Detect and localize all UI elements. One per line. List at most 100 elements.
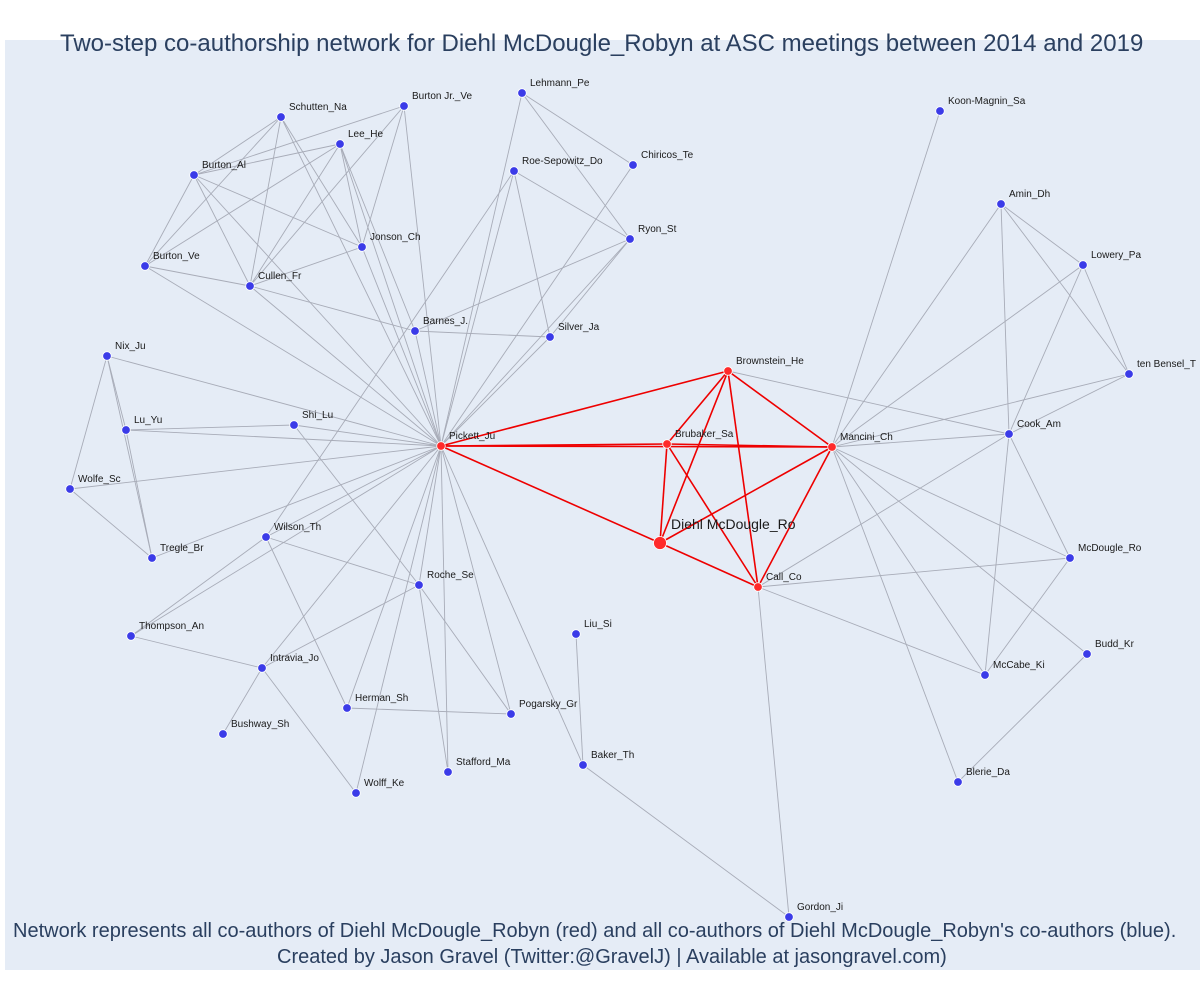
node-label-roche-se: Roche_Se: [427, 570, 474, 581]
edge-burton-jr-ve-jonson-ch: [361, 105, 405, 248]
node-burton-al[interactable]: [189, 170, 199, 180]
edge-jonson-ch-pickett-ju: [361, 246, 442, 447]
node-barnes-j[interactable]: [410, 326, 420, 336]
node-call-co[interactable]: [753, 582, 763, 592]
node-wilson-th[interactable]: [261, 532, 271, 542]
node-roe-sepowitz-do[interactable]: [509, 166, 519, 176]
edge-barnes-j-silver-ja: [414, 330, 551, 338]
node-label-silver-ja: Silver_Ja: [558, 322, 600, 333]
node-label-ryon-st: Ryon_St: [638, 224, 677, 235]
node-label-lee-he: Lee_He: [348, 129, 383, 140]
red-edges: [440, 370, 833, 588]
node-tregle-br[interactable]: [147, 553, 157, 563]
edge-lee-he-pickett-ju: [339, 143, 442, 447]
node-label-mccabe-ki: McCabe_Ki: [993, 660, 1045, 671]
node-label-cullen-fr: Cullen_Fr: [258, 271, 302, 282]
edge-budd-kr-blerie-da: [957, 653, 1088, 783]
node-lu-yu[interactable]: [121, 425, 131, 435]
edge-roche-se-pickett-ju: [418, 445, 442, 586]
edge-wolff-ke-pickett-ju: [355, 445, 442, 794]
edge-lee-he-burton-ve: [144, 143, 341, 267]
node-koon-magnin-sa[interactable]: [935, 106, 945, 116]
node-lee-he[interactable]: [335, 139, 345, 149]
edge-roe-sepowitz-do-wilson-th: [265, 170, 515, 538]
node-label-wolfe-sc: Wolfe_Sc: [78, 474, 121, 485]
edge-mancini-ch-call-co: [757, 446, 833, 588]
node-stafford-ma[interactable]: [443, 767, 453, 777]
edge-brownstein-he-call-co: [727, 370, 759, 588]
node-wolfe-sc[interactable]: [65, 484, 75, 494]
edge-lu-yu-tregle-br: [125, 429, 153, 559]
edge-barnes-j-pickett-ju: [414, 330, 442, 447]
node-mcdougle-ro[interactable]: [1065, 553, 1075, 563]
node-pogarsky-gr[interactable]: [506, 709, 516, 719]
node-nix-ju[interactable]: [102, 351, 112, 361]
node-label-koon-magnin-sa: Koon-Magnin_Sa: [948, 96, 1026, 107]
node-cook-am[interactable]: [1004, 429, 1014, 439]
node-brubaker-sa[interactable]: [662, 439, 672, 449]
node-lowery-pa[interactable]: [1078, 260, 1088, 270]
node-thompson-an[interactable]: [126, 631, 136, 641]
node-burton-ve[interactable]: [140, 261, 150, 271]
node-label-barnes-j: Barnes_J.: [423, 316, 468, 327]
edge-schutten-na-pickett-ju: [280, 116, 442, 447]
edge-ten-bensel-t-mancini-ch: [831, 373, 1130, 448]
node-label-pogarsky-gr: Pogarsky_Gr: [519, 699, 578, 710]
node-label-cook-am: Cook_Am: [1017, 419, 1061, 430]
node-diehl-mcdougle-ro[interactable]: [653, 536, 667, 550]
node-wolff-ke[interactable]: [351, 788, 361, 798]
node-liu-si[interactable]: [571, 629, 581, 639]
node-ten-bensel-t[interactable]: [1124, 369, 1134, 379]
node-gordon-ji[interactable]: [784, 912, 794, 922]
node-silver-ja[interactable]: [545, 332, 555, 342]
edge-cullen-fr-barnes-j: [249, 285, 416, 332]
edge-lu-yu-shi-lu: [125, 424, 295, 431]
edge-brubaker-sa-call-co: [666, 443, 759, 588]
edge-diehl-mcdougle-ro-call-co: [659, 542, 759, 588]
node-bushway-sh[interactable]: [218, 729, 228, 739]
node-baker-th[interactable]: [578, 760, 588, 770]
edge-lee-he-jonson-ch: [339, 143, 363, 248]
node-amin-dh[interactable]: [996, 199, 1006, 209]
edge-nix-ju-wolfe-sc: [69, 355, 108, 490]
node-shi-lu[interactable]: [289, 420, 299, 430]
edge-lowery-pa-mancini-ch: [831, 264, 1084, 448]
edge-burton-jr-ve-cullen-fr: [249, 105, 405, 287]
edge-cook-am-mcdougle-ro: [1008, 433, 1071, 559]
edge-wilson-th-thompson-an: [130, 536, 267, 637]
edge-roche-se-pogarsky-gr: [418, 584, 512, 715]
node-brownstein-he[interactable]: [723, 366, 733, 376]
node-label-pickett-ju: Pickett_Ju: [449, 431, 495, 442]
node-label-ten-bensel-t: ten Bensel_T: [1137, 359, 1196, 370]
edge-lee-he-burton-al: [193, 143, 341, 176]
edge-lu-yu-pickett-ju: [125, 429, 442, 447]
node-jonson-ch[interactable]: [357, 242, 367, 252]
node-lehmann-pe[interactable]: [517, 88, 527, 98]
edge-pickett-ju-brownstein-he: [440, 370, 729, 447]
node-intravia-jo[interactable]: [257, 663, 267, 673]
node-blerie-da[interactable]: [953, 777, 963, 787]
node-budd-kr[interactable]: [1082, 649, 1092, 659]
edge-schutten-na-jonson-ch: [280, 116, 363, 248]
node-ryon-st[interactable]: [625, 234, 635, 244]
node-cullen-fr[interactable]: [245, 281, 255, 291]
node-label-brownstein-he: Brownstein_He: [736, 356, 804, 367]
footer-description: Network represents all co-authors of Die…: [13, 920, 1177, 942]
node-burton-jr-ve[interactable]: [399, 101, 409, 111]
node-label-mancini-ch: Mancini_Ch: [840, 432, 893, 443]
node-herman-sh[interactable]: [342, 703, 352, 713]
node-roche-se[interactable]: [414, 580, 424, 590]
node-pickett-ju[interactable]: [436, 441, 446, 451]
node-mccabe-ki[interactable]: [980, 670, 990, 680]
node-schutten-na[interactable]: [276, 112, 286, 122]
node-chiricos-te[interactable]: [628, 160, 638, 170]
node-mancini-ch[interactable]: [827, 442, 837, 452]
edge-burton-ve-cullen-fr: [144, 265, 251, 287]
edge-chiricos-te-pickett-ju: [440, 164, 634, 447]
edge-amin-dh-ten-bensel-t: [1000, 203, 1130, 375]
node-label-burton-ve: Burton_Ve: [153, 251, 200, 262]
edge-intravia-jo-pickett-ju: [261, 445, 442, 669]
edge-brubaker-sa-brownstein-he: [666, 370, 729, 445]
footer-credit: Created by Jason Gravel (Twitter:@Gravel…: [277, 946, 947, 968]
